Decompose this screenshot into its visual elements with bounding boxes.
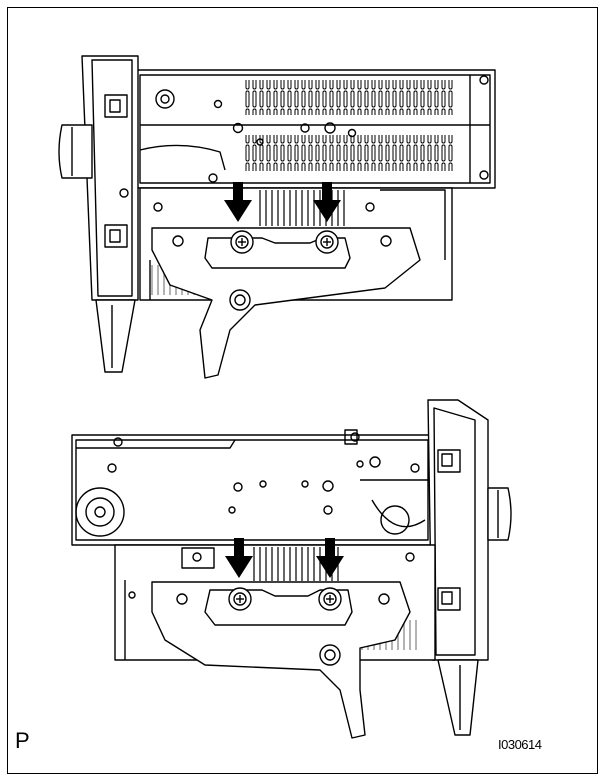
lower-screw-left bbox=[228, 587, 252, 611]
upper-mounting-plate bbox=[151, 227, 421, 379]
upper-arrow-left bbox=[224, 182, 252, 222]
lower-screw-right bbox=[318, 587, 342, 611]
upper-arrow-right bbox=[313, 182, 341, 222]
upper-front-bracket bbox=[58, 55, 139, 373]
figure-code: I030614 bbox=[498, 737, 542, 752]
upper-radio-body bbox=[134, 69, 496, 189]
lower-arrow-left bbox=[225, 538, 253, 578]
lower-radio-body bbox=[71, 429, 433, 546]
corner-label: P bbox=[15, 728, 30, 753]
lower-mounting-plate bbox=[151, 581, 411, 739]
lower-arrow-right bbox=[316, 538, 344, 578]
upper-screw-right bbox=[315, 230, 339, 254]
figure-frame bbox=[7, 7, 598, 774]
upper-assembly bbox=[58, 55, 496, 379]
upper-screw-left bbox=[230, 230, 254, 254]
lower-assembly bbox=[71, 399, 512, 739]
